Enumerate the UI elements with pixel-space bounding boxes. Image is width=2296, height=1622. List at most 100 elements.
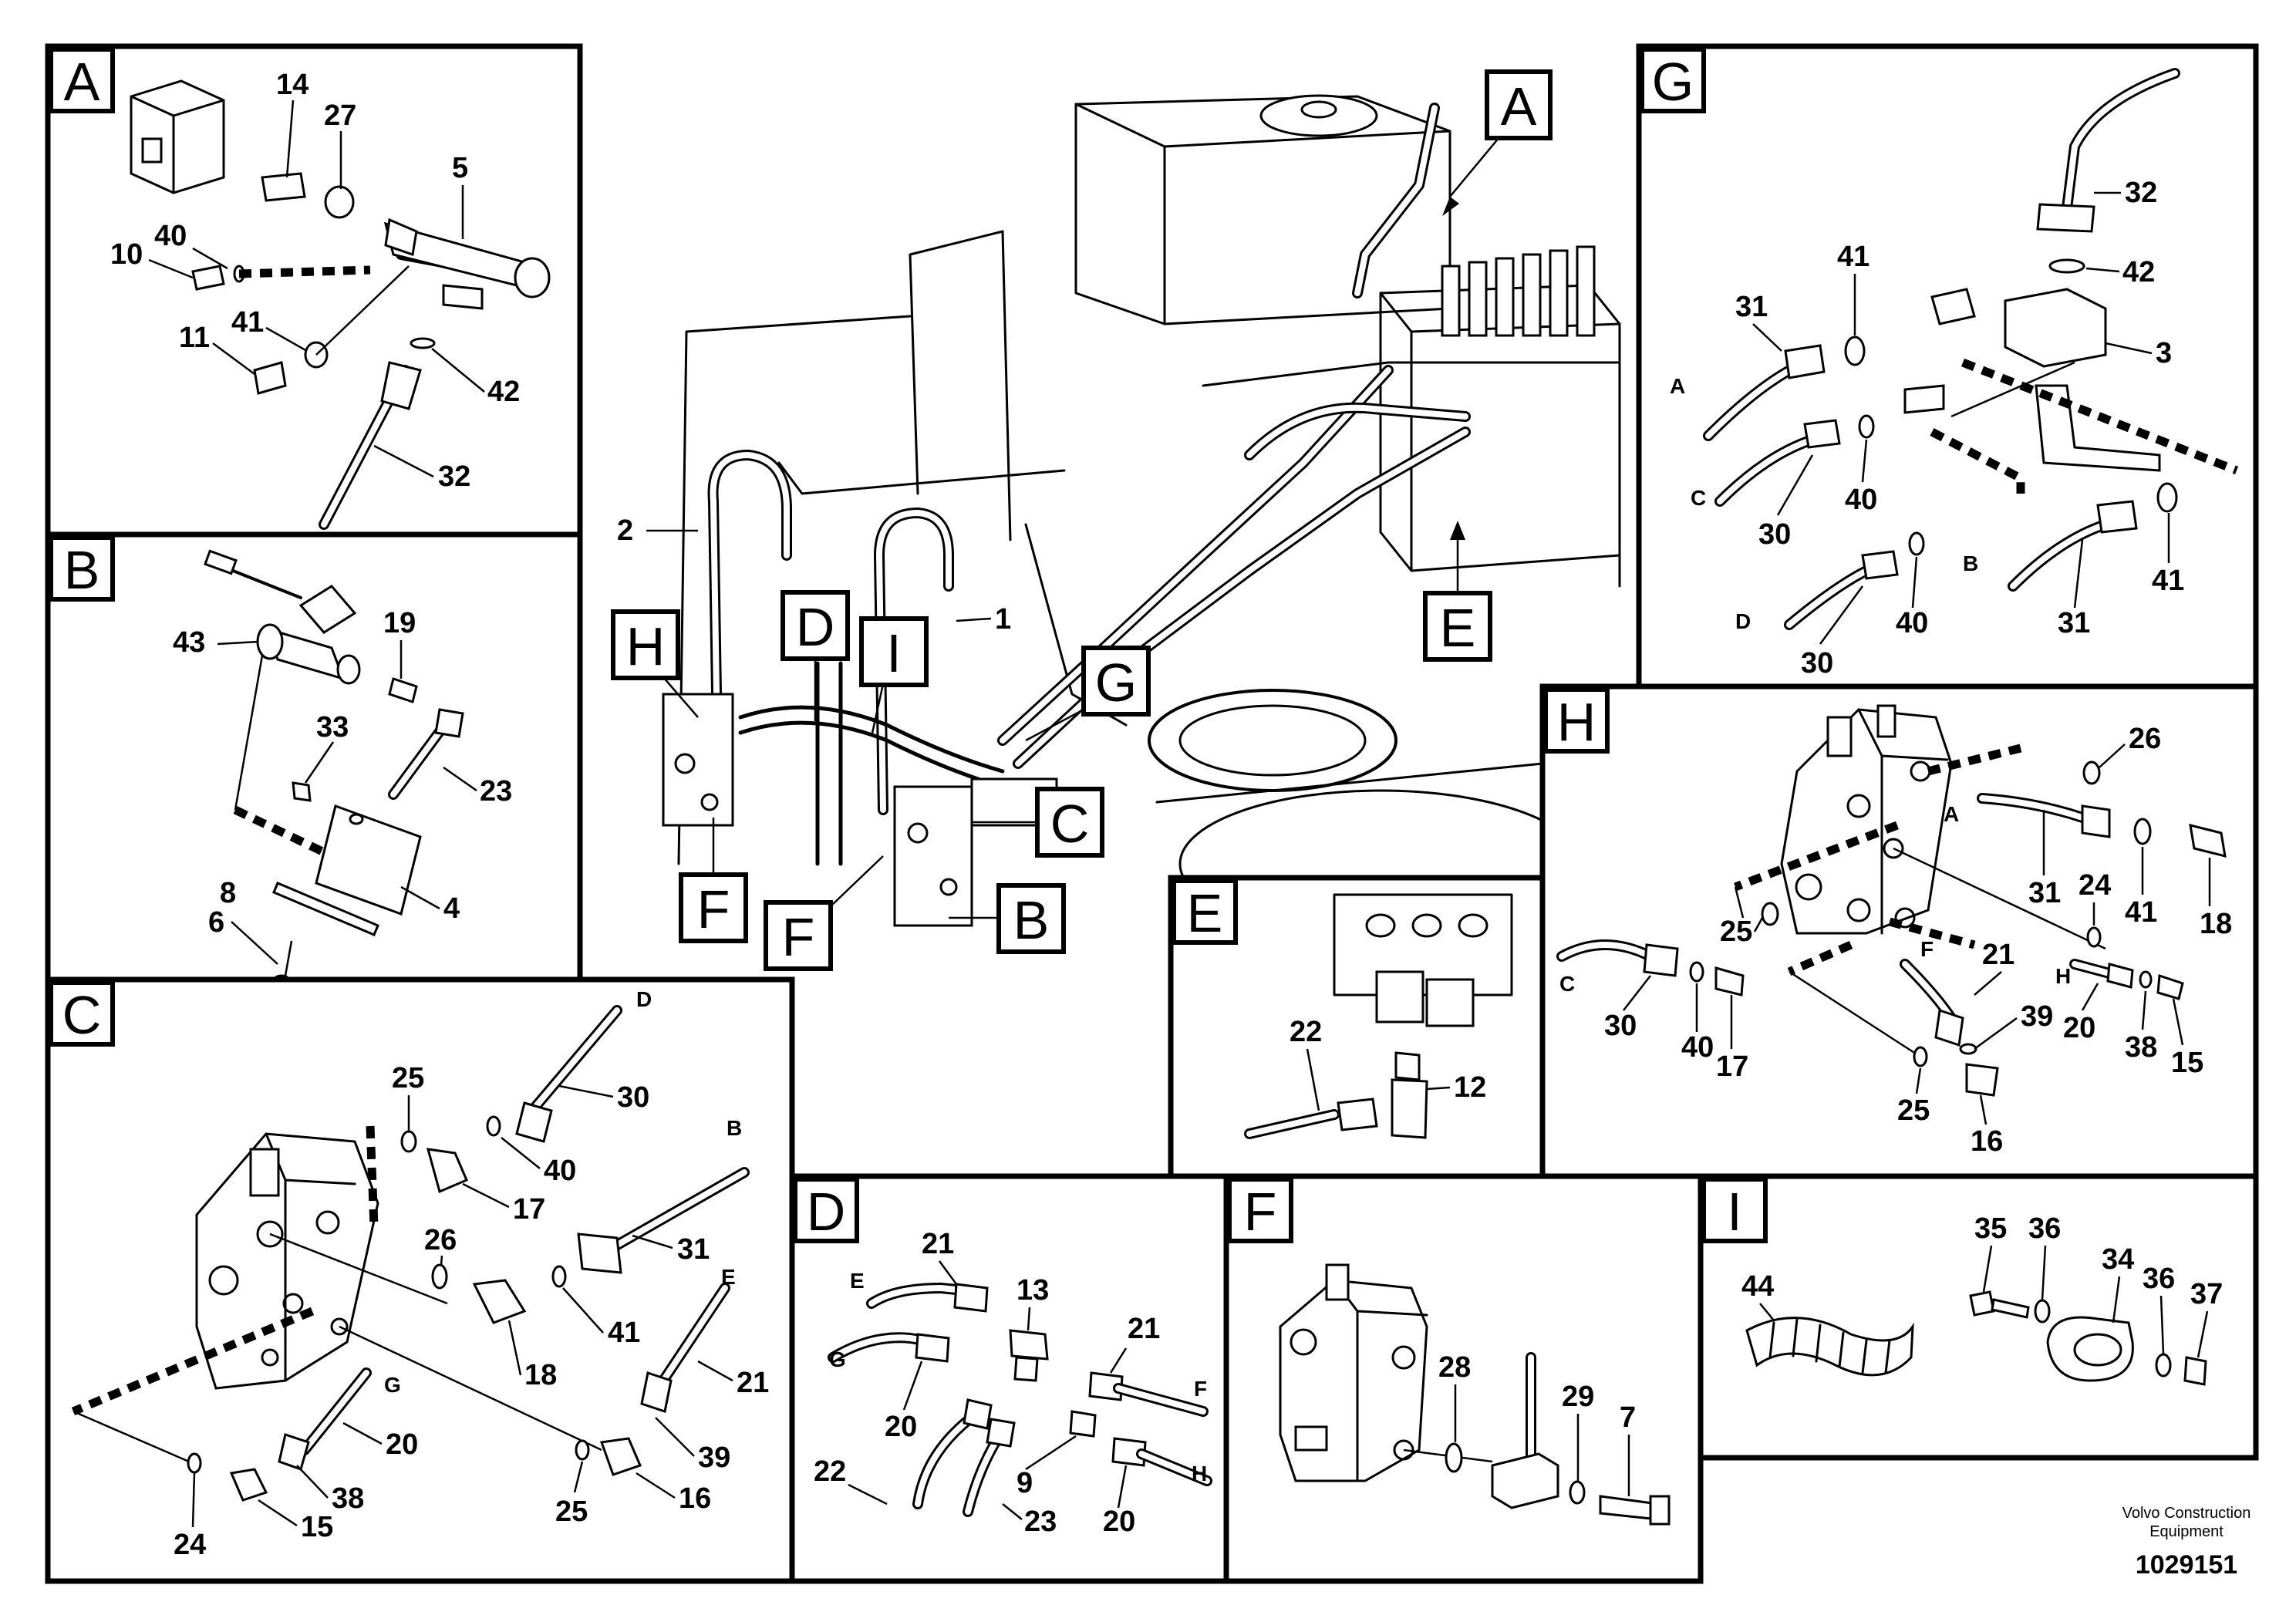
label-11: 11 bbox=[179, 322, 210, 354]
label-40-mid: 40 bbox=[1845, 484, 1877, 516]
label-30: 30 bbox=[617, 1081, 649, 1114]
panel-c: C D B E bbox=[45, 976, 795, 1584]
label-25-top: 25 bbox=[1720, 916, 1752, 948]
label-18: 18 bbox=[524, 1359, 557, 1391]
drawing-number: 1029151 bbox=[2136, 1550, 2237, 1580]
hose-letter-a: A bbox=[1670, 374, 1685, 398]
hose-letter-c: C bbox=[1559, 972, 1575, 996]
label-32: 32 bbox=[438, 460, 470, 493]
valve-block-h bbox=[662, 693, 734, 827]
label-5: 5 bbox=[452, 152, 468, 184]
svg-text:D: D bbox=[796, 597, 835, 657]
label-33: 33 bbox=[316, 711, 349, 744]
label-31-bottom: 31 bbox=[2058, 607, 2090, 639]
label-37: 37 bbox=[2190, 1278, 2223, 1310]
label-30-bottom: 30 bbox=[1801, 647, 1833, 679]
label-30: 30 bbox=[1604, 1010, 1637, 1042]
label-26: 26 bbox=[424, 1224, 457, 1256]
callout-c: C bbox=[972, 787, 1104, 858]
callout-f-right: F bbox=[764, 855, 884, 971]
valve-body bbox=[130, 79, 225, 194]
svg-text:E: E bbox=[1440, 598, 1476, 658]
label-39: 39 bbox=[2021, 1000, 2053, 1033]
callout-b: B bbox=[949, 883, 1066, 954]
brand-line-1: Volvo Construction bbox=[2122, 1505, 2251, 1522]
svg-text:A: A bbox=[1501, 76, 1537, 137]
label-35: 35 bbox=[1974, 1212, 2007, 1245]
label-31: 31 bbox=[677, 1233, 710, 1266]
hose-letter-e: E bbox=[850, 1269, 865, 1293]
label-20: 20 bbox=[2063, 1012, 2095, 1044]
panel-i: I 44 35 36 34 36 37 bbox=[1698, 1173, 2259, 1461]
hose-letter-d: D bbox=[636, 987, 652, 1011]
label-12: 12 bbox=[1454, 1071, 1486, 1104]
hose-letter-h: H bbox=[1192, 1462, 1207, 1485]
label-20: 20 bbox=[386, 1428, 418, 1461]
label-20-right: 20 bbox=[1103, 1506, 1135, 1538]
label-17: 17 bbox=[1716, 1050, 1748, 1083]
panel-g: G A C D B 32 42 3 bbox=[1636, 43, 2259, 690]
panel-d-tag: D bbox=[807, 1182, 846, 1242]
svg-text:B: B bbox=[1013, 890, 1050, 950]
svg-text:H: H bbox=[626, 616, 666, 676]
solenoid-43 bbox=[298, 585, 357, 634]
panel-d: D E G F H 21 13 21 20 22 9 bbox=[789, 1173, 1229, 1584]
label-20-left: 20 bbox=[885, 1411, 917, 1443]
label-22: 22 bbox=[1290, 1016, 1322, 1048]
tee-9 bbox=[1069, 1410, 1097, 1438]
panel-e: E 22 12 bbox=[1168, 875, 1546, 1179]
label-39: 39 bbox=[698, 1442, 730, 1474]
label-31: 31 bbox=[2028, 877, 2061, 909]
valve-spools bbox=[1441, 245, 1596, 337]
label-41: 41 bbox=[2125, 896, 2157, 929]
tee-12 bbox=[1391, 1078, 1428, 1139]
svg-text:G: G bbox=[1095, 653, 1137, 713]
elbow-17 bbox=[1714, 966, 1745, 996]
footer: Volvo Construction Equipment 1029151 bbox=[2122, 1505, 2251, 1580]
panel-h: H bbox=[1539, 683, 2259, 1179]
label-41-bottom: 41 bbox=[2152, 565, 2184, 597]
callout-h: H bbox=[611, 609, 699, 718]
label-40: 40 bbox=[1681, 1031, 1714, 1064]
hose-letter-h: H bbox=[2055, 964, 2071, 988]
label-25-bottom: 25 bbox=[555, 1496, 588, 1528]
label-17: 17 bbox=[513, 1193, 545, 1226]
label-31-top: 31 bbox=[1735, 291, 1768, 323]
callout-f-left: F bbox=[679, 818, 748, 943]
label-36-right: 36 bbox=[2143, 1263, 2175, 1295]
spiral-guard-44 bbox=[1745, 1317, 1914, 1377]
panel-a: A 14 27 5 10 40 11 41 42 bbox=[45, 43, 583, 538]
elbow-15 bbox=[2156, 973, 2184, 1000]
svg-text:F: F bbox=[697, 879, 730, 939]
brand-line-2: Equipment bbox=[2149, 1523, 2224, 1540]
hose-letter-f: F bbox=[1194, 1377, 1207, 1401]
label-40: 40 bbox=[154, 220, 187, 252]
label-23: 23 bbox=[1024, 1506, 1057, 1538]
hose-letter-d: D bbox=[1735, 609, 1751, 633]
label-3: 3 bbox=[2156, 337, 2172, 369]
label-21: 21 bbox=[1982, 939, 2014, 971]
panel-g-tag: G bbox=[1652, 52, 1694, 112]
overview-machine: 2 1 A H D I G bbox=[611, 69, 1621, 971]
hose-letter-g: G bbox=[829, 1347, 846, 1371]
label-44: 44 bbox=[1741, 1270, 1774, 1303]
hose-letter-b: B bbox=[1963, 551, 1978, 575]
label-1: 1 bbox=[995, 603, 1011, 636]
label-29: 29 bbox=[1562, 1381, 1594, 1413]
elbow-18 bbox=[472, 1279, 527, 1324]
label-36-left: 36 bbox=[2028, 1212, 2061, 1245]
callout-g: G bbox=[1025, 646, 1151, 742]
elbow-17 bbox=[426, 1148, 468, 1194]
label-24: 24 bbox=[174, 1529, 206, 1561]
label-30-mid: 30 bbox=[1758, 518, 1791, 551]
svg-text:I: I bbox=[886, 623, 901, 683]
label-41-top: 41 bbox=[1837, 241, 1870, 273]
panel-i-tag: I bbox=[1727, 1182, 1741, 1242]
panel-a-tag: A bbox=[64, 52, 100, 112]
label-23: 23 bbox=[480, 775, 512, 808]
callout-i: I bbox=[859, 616, 929, 737]
label-19: 19 bbox=[383, 607, 416, 639]
label-10: 10 bbox=[110, 238, 143, 271]
label-40-bottom: 40 bbox=[1896, 607, 1928, 639]
